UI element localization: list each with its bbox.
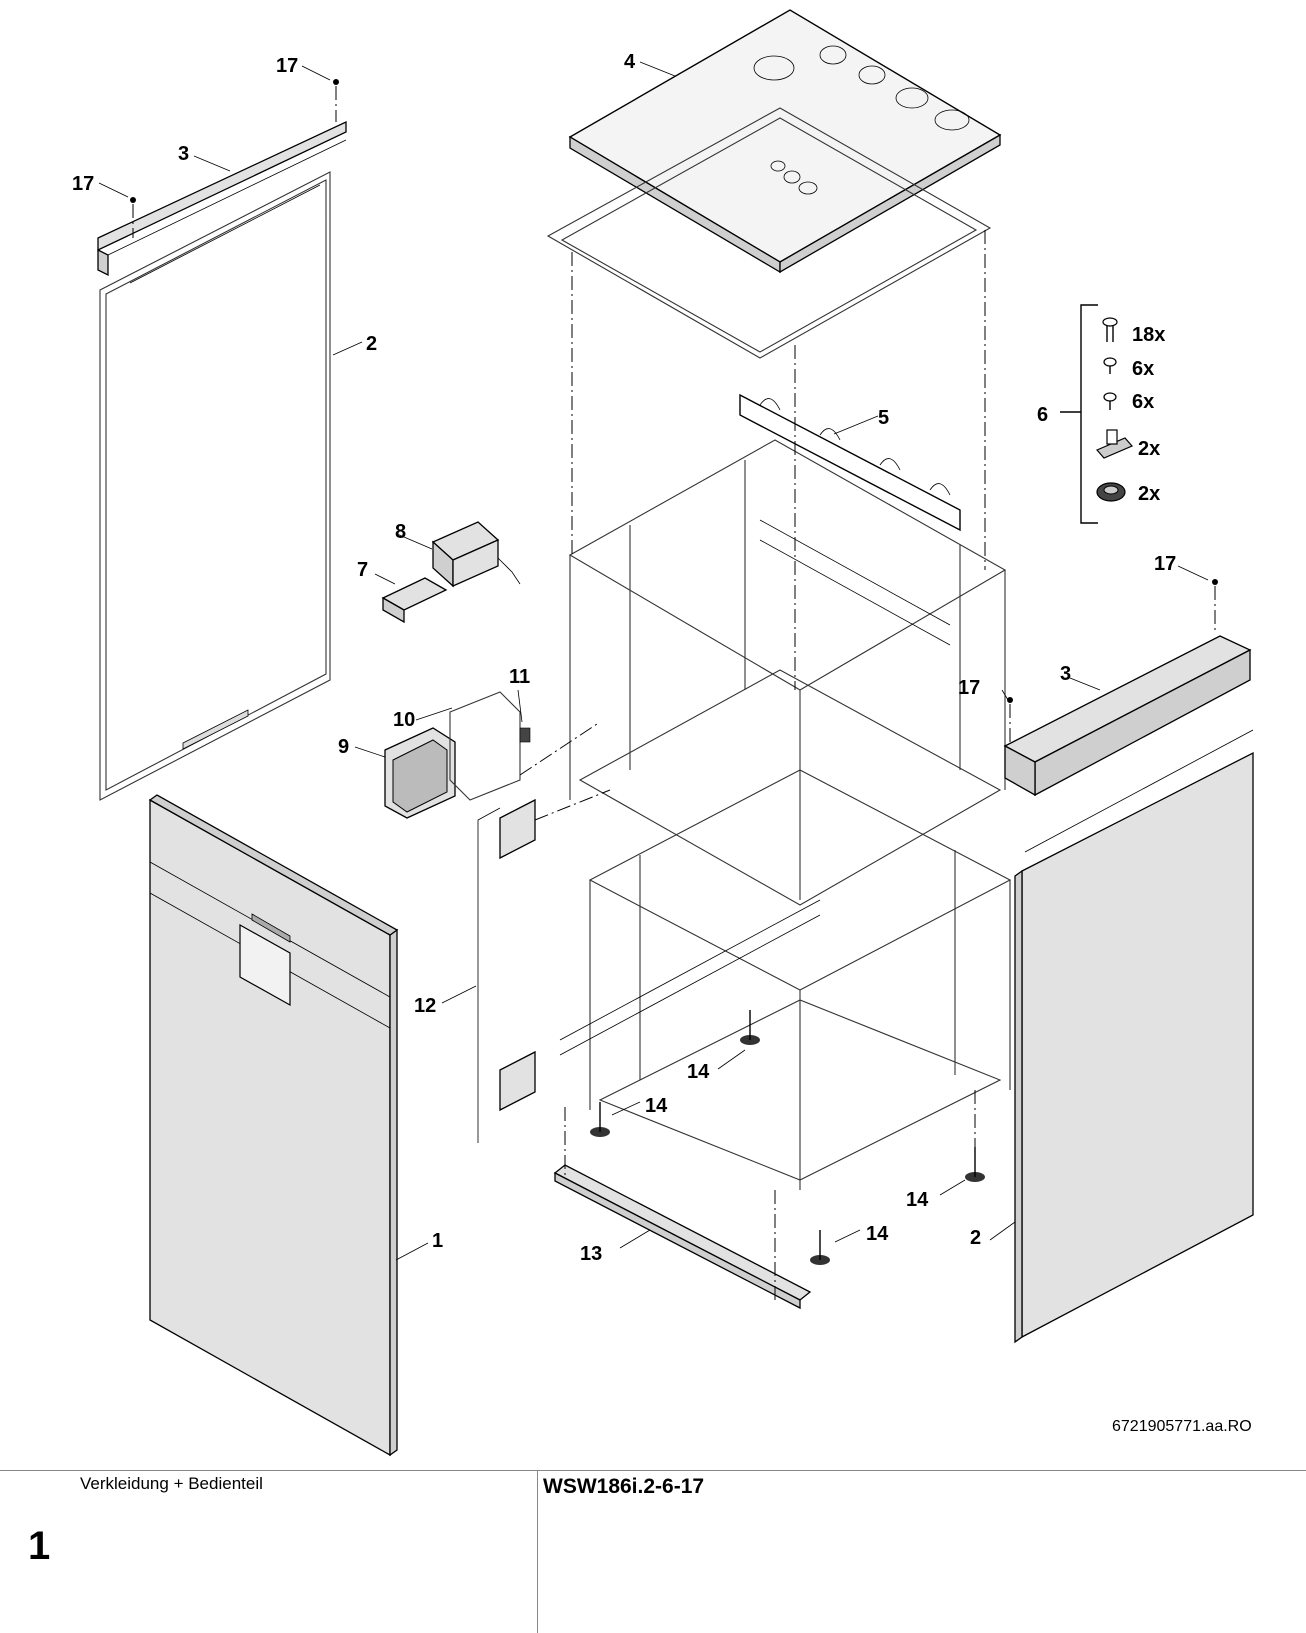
kit-qty-clip: 2x [1138, 438, 1160, 460]
clip-icon [1096, 429, 1133, 459]
callout-14-b: 14 [645, 1095, 668, 1117]
callout-1: 1 [432, 1230, 443, 1252]
side-panel-right [1014, 729, 1254, 1344]
callout-6: 6 [1037, 404, 1048, 426]
top-trim-right [1003, 635, 1252, 797]
kit-qty-rivet: 6x [1132, 391, 1154, 413]
callout-2-right: 2 [970, 1227, 981, 1249]
leader-lines [98, 61, 1209, 1261]
kit-qty-grommet: 2x [1138, 483, 1160, 505]
upper-frame [568, 439, 1007, 906]
screws [130, 79, 1218, 742]
screw-icon [1102, 317, 1118, 342]
grommet-icon [1096, 482, 1126, 502]
assembly-lines [519, 230, 986, 1300]
controller-modules [381, 521, 531, 819]
front-panel [148, 794, 399, 1457]
callout-14-d: 14 [866, 1223, 889, 1245]
drawing-number: 6721905771.aa.RO [1112, 1418, 1252, 1435]
kit-quantities: 18x 6x 6x 2x 2x [1132, 324, 1165, 505]
adjustable-feet [590, 1010, 985, 1265]
callout-14-a: 14 [687, 1061, 710, 1083]
callout-3-left: 3 [178, 143, 189, 165]
callout-5: 5 [878, 407, 889, 429]
callout-2-left: 2 [366, 333, 377, 355]
callout-12: 12 [414, 995, 436, 1017]
callout-11: 11 [509, 666, 530, 688]
small-screw-icon [1103, 357, 1117, 374]
callout-7: 7 [357, 559, 368, 581]
base-rail [553, 1164, 812, 1310]
callout-17-right: 17 [1154, 553, 1176, 575]
model-title: WSW186i.2-6-17 [543, 1475, 705, 1498]
page-number: 1 [28, 1524, 51, 1568]
exploded-parts-drawing: 17 3 17 2 4 5 6 8 7 11 10 9 17 3 17 12 1… [72, 9, 1254, 1457]
top-trim-left [97, 120, 347, 277]
lower-frame [559, 769, 1012, 1190]
callout-17-mid: 17 [958, 677, 980, 699]
footer-divider [0, 1470, 1306, 1471]
kit-qty-screw: 18x [1132, 324, 1165, 346]
footer: Verkleidung + Bedienteil 1 WSW186i.2-6-1… [0, 1470, 1306, 1633]
pipe-bracket [739, 393, 961, 532]
section-title: Verkleidung + Bedienteil [80, 1474, 263, 1493]
top-cover [546, 9, 1002, 359]
callout-4: 4 [624, 51, 636, 73]
kit-qty-small-screw: 6x [1132, 358, 1154, 380]
side-panel-left [99, 171, 331, 801]
callout-17-left: 17 [72, 173, 94, 195]
rivet-icon [1103, 392, 1117, 410]
callout-8: 8 [395, 521, 406, 543]
footer-column-divider [537, 1470, 538, 1633]
hinge-brackets [477, 798, 536, 1143]
callout-labels: 17 3 17 2 4 5 6 8 7 11 10 9 17 3 17 12 1… [72, 51, 1176, 1265]
callout-13: 13 [580, 1243, 602, 1265]
callout-9: 9 [338, 736, 349, 758]
callout-14-c: 14 [906, 1189, 929, 1211]
callout-10: 10 [393, 709, 415, 731]
callout-17-top: 17 [276, 55, 298, 77]
fastener-kit [1060, 304, 1133, 524]
callout-3-right: 3 [1060, 663, 1071, 685]
